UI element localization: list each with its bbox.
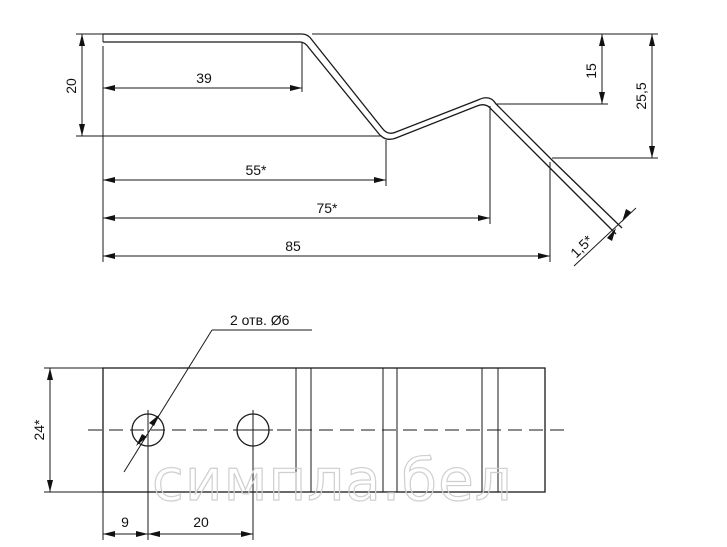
dim-label-39: 39 [196, 70, 212, 86]
dim-label-1-5: 1,5* [567, 232, 596, 261]
dim-label-15: 15 [583, 63, 599, 79]
plate-profile-outer [103, 33, 623, 229]
watermark: симпла.бел [152, 446, 513, 514]
arrow [79, 34, 85, 46]
dim-label-24: 24* [31, 419, 47, 441]
arrow [649, 34, 655, 46]
arrow [136, 434, 147, 446]
arrow [478, 215, 490, 221]
arrow [607, 228, 616, 241]
arrow [290, 85, 302, 91]
arrow [599, 92, 605, 104]
arrow [148, 531, 160, 537]
arrow [149, 414, 160, 426]
arrow [538, 253, 550, 259]
plate-profile-inner [103, 41, 617, 235]
arrow [241, 531, 253, 537]
dim-label-20-bottom: 20 [193, 514, 209, 530]
arrow [103, 85, 115, 91]
arrow [103, 215, 115, 221]
dim-label-85: 85 [285, 238, 301, 254]
dim-label-55: 55* [245, 162, 267, 178]
arrow [103, 253, 115, 259]
arrow [79, 124, 85, 136]
callout-leader [123, 329, 213, 473]
dim-label-75: 75* [316, 200, 338, 216]
side-view: 20 39 55* 75* 85 15 25,5 [63, 33, 658, 267]
plan-view: 2 отв. Ø6 24* 9 20 [31, 312, 565, 540]
arrow [649, 146, 655, 158]
dim-label-9: 9 [121, 514, 129, 530]
plate-outline [102, 367, 546, 493]
arrow [103, 177, 115, 183]
holes-callout-label: 2 отв. Ø6 [230, 312, 290, 328]
dim-label-20: 20 [63, 78, 79, 94]
arrow [103, 531, 115, 537]
arrow [136, 531, 148, 537]
arrow [47, 368, 53, 380]
dim-label-25-5: 25,5 [633, 82, 649, 109]
arrow [47, 480, 53, 492]
arrow [599, 34, 605, 46]
arrow [374, 177, 386, 183]
arrow [622, 209, 631, 222]
